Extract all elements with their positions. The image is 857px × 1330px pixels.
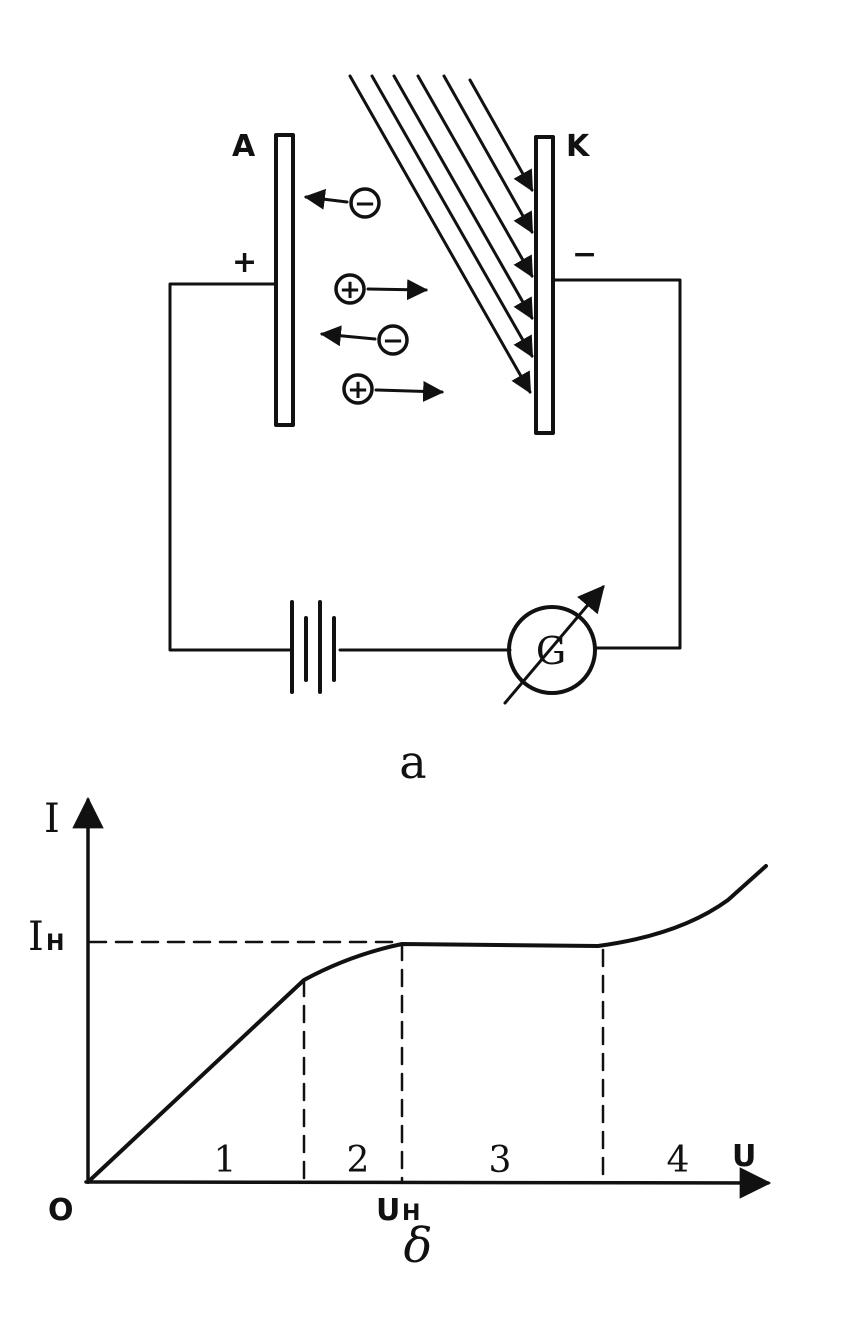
cathode-sign: − [572,237,597,272]
ion-symbol: + [339,275,361,305]
electron [349,187,381,219]
charge-carriers: − + − + [303,187,445,405]
electron-symbol: − [354,189,376,219]
current-voltage-graph: I U O I H U H 1 2 3 4 δ [28,796,772,1274]
battery [290,600,336,694]
region-label-3: 3 [489,1140,512,1181]
electron-arrow [303,188,349,210]
ion [342,373,374,405]
y-axis-label: I [44,796,60,842]
dashed-guides [88,940,605,1184]
ion-arrow [374,380,445,402]
x-axis [84,1167,772,1199]
circuit-caption: a [399,735,426,789]
light-rays [348,74,534,394]
saturation-voltage-label: U [376,1193,400,1228]
region-label-4: 4 [667,1140,690,1181]
graph-caption: δ [404,1218,433,1274]
right-wire [551,278,682,650]
anode-label: A [232,129,256,164]
anode-sign: + [232,245,257,280]
electron-symbol: − [382,326,404,356]
ion-arrow [366,279,429,301]
light-ray [442,74,534,234]
characteristic-curve [86,864,768,1184]
left-wire [168,282,292,652]
electron-arrow [319,325,377,347]
light-ray [468,78,534,192]
galvanometer-needle-arrow [503,584,605,705]
circuit-wires [168,278,682,652]
ion-symbol: + [347,375,369,405]
light-ray [416,74,534,278]
x-axis-label: U [732,1139,756,1174]
light-ray [392,74,534,320]
cathode-label: K [566,129,591,164]
saturation-voltage-subscript: H [402,1201,420,1226]
circuit-diagram: A + K − − + − [168,74,682,789]
electron [377,324,409,356]
saturation-current-subscript: H [46,931,64,956]
origin-label: O [48,1193,74,1228]
region-label-2: 2 [347,1140,370,1181]
region-label-1: 1 [214,1140,237,1181]
cathode-plate [534,135,555,435]
light-ray [348,74,532,394]
saturation-current-label: I [28,914,44,960]
galvanometer-body [507,605,597,695]
light-ray [370,74,534,358]
ion [334,273,366,305]
galvanometer: G [503,584,605,705]
anode-plate [274,133,295,427]
